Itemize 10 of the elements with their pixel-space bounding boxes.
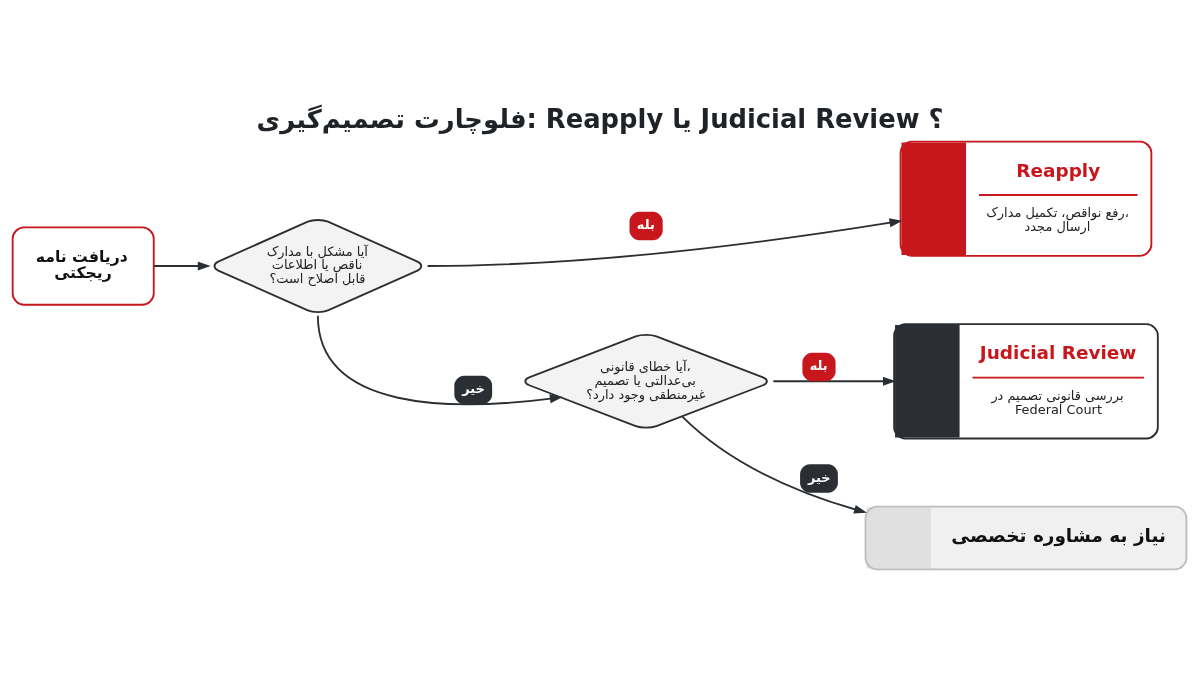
edge-label: بله [636,216,655,232]
edge-label: خیر [807,469,831,485]
arrow [772,376,896,386]
edge-label: بله [809,357,828,373]
diagram-title: فلوچارت تصمیم‌گیری: Reapply یا Judicial Review ؟ [256,104,944,135]
arrow [153,261,211,271]
edge-label: خیر [462,381,485,397]
arrow [681,415,867,514]
node-box: دریافت نامه ریجکتی [11,226,155,306]
arrow [426,218,903,267]
